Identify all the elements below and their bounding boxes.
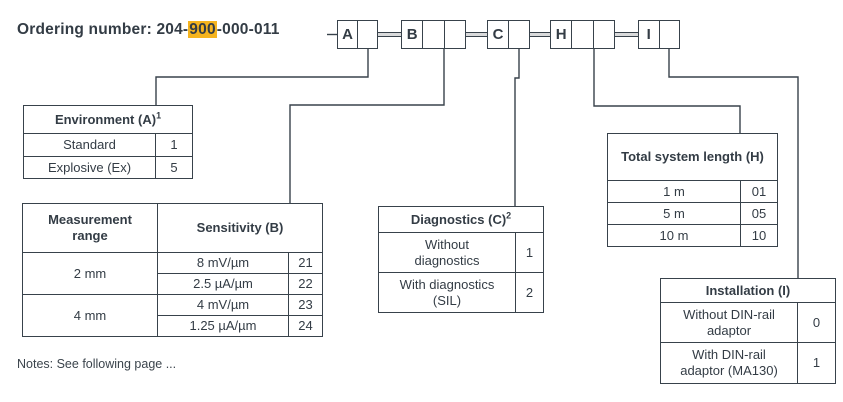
ordering-number-suffix: -000-011 (216, 21, 280, 38)
option-label: 5 m (607, 202, 741, 225)
installation-table: Installation (I) Without DIN-rail adapto… (660, 278, 836, 384)
table-row: 2 mm 8 mV/µm 21 (22, 252, 323, 295)
environment-header: Environment (A)1 (22, 105, 194, 134)
installation-header: Installation (I) (660, 278, 836, 303)
code-box-h-slot-1 (571, 21, 592, 48)
option-code: 24 (288, 315, 323, 337)
sensitivity-header: Sensitivity (B) (157, 203, 323, 253)
connector-line-h (593, 49, 741, 134)
measurement-range-header: Measurement range (22, 203, 158, 253)
option-label: 2.5 µA/µm (157, 273, 289, 295)
sensitivity-table: Measurement range Sensitivity (B) 2 mm 8… (22, 203, 323, 337)
table-row: 1.25 µA/µm 24 (23, 315, 323, 337)
code-box-h: H (550, 20, 615, 49)
option-code: 1 (514, 232, 545, 273)
table-row: 1 m 01 (607, 180, 778, 203)
connector-line-b (289, 49, 445, 204)
code-box-a-label: A (342, 26, 353, 43)
option-code: 1 (154, 133, 194, 157)
page-title: Ordering number: 204-900-000-011 (17, 21, 280, 39)
box-link-c-h (530, 32, 550, 37)
box-link-b-c (466, 32, 487, 37)
table-row: With diagnostics (SIL) 2 (378, 272, 545, 313)
table-header-row: Total system length (H) (607, 133, 778, 181)
table-row: 5 m 05 (607, 202, 778, 225)
length-header: Total system length (H) (607, 133, 778, 181)
range-label: 2 mm (22, 252, 158, 295)
table-row: Standard 1 (23, 133, 194, 157)
option-label: Without diagnostics (378, 232, 516, 273)
option-code: 23 (288, 294, 323, 316)
option-code: 01 (740, 180, 778, 203)
length-table: Total system length (H) 1 m 01 5 m 05 10… (607, 133, 778, 247)
code-box-b: B (401, 20, 466, 49)
table-header-row: Measurement range Sensitivity (B) (22, 203, 323, 253)
code-box-b-label: B (406, 26, 418, 43)
option-code: 1 (797, 342, 836, 384)
table-row: With DIN-rail adaptor (MA130) 1 (660, 342, 836, 384)
diagnostics-header-text: Diagnostics (C) (410, 211, 507, 227)
table-row: 2.5 µA/µm 22 (23, 273, 323, 295)
option-label: Standard (23, 133, 156, 157)
code-box-b-slot-1 (422, 21, 443, 48)
code-box-i: I (638, 20, 680, 49)
environment-header-text: Environment (A) (54, 111, 157, 127)
option-label: Without DIN-rail adaptor (660, 302, 798, 343)
ordering-number-highlight: 900 (188, 21, 217, 38)
table-row: 4 mm 4 mV/µm 23 (22, 294, 323, 337)
table-row: Without DIN-rail adaptor 0 (660, 302, 836, 343)
connector-line-c (514, 49, 520, 207)
notes-text: Notes: See following page ... (17, 357, 177, 371)
table-header-row: Diagnostics (C)2 (377, 206, 545, 233)
option-label: With DIN-rail adaptor (MA130) (660, 342, 798, 384)
option-code: 22 (288, 273, 323, 295)
table-header-row: Installation (I) (660, 278, 836, 303)
option-label: 1 m (607, 180, 741, 203)
diagnostics-header-footnote: 2 (506, 210, 512, 221)
table-header-row: Environment (A)1 (22, 105, 194, 134)
box-link-a-b (378, 32, 401, 37)
range-label: 4 mm (22, 294, 158, 337)
ordering-number-prefix: Ordering number: 204- (17, 21, 189, 38)
option-label: 4 mV/µm (157, 294, 289, 316)
option-label: Explosive (Ex) (23, 156, 156, 179)
option-label: 1.25 µA/µm (157, 315, 289, 337)
option-code: 5 (154, 156, 194, 179)
connector-line-a (155, 49, 369, 106)
option-code: 0 (797, 302, 836, 343)
diagnostics-table: Diagnostics (C)2 Without diagnostics 1 W… (377, 206, 545, 313)
option-code: 10 (740, 224, 778, 247)
option-label: With diagnostics (SIL) (378, 272, 516, 313)
box-link-h-i (615, 32, 638, 37)
option-label: 8 mV/µm (157, 252, 289, 274)
code-box-i-slot (658, 21, 680, 48)
table-row: Without diagnostics 1 (378, 232, 545, 273)
option-code: 21 (288, 252, 323, 274)
table-row: Explosive (Ex) 5 (23, 156, 194, 179)
code-box-h-slot-2 (592, 21, 614, 48)
code-box-i-label: I (646, 26, 651, 43)
diagnostics-header: Diagnostics (C)2 (377, 206, 545, 233)
code-box-c-label: C (492, 26, 504, 43)
code-box-a: A (337, 20, 378, 49)
option-code: 05 (740, 202, 778, 225)
code-box-h-label: H (555, 26, 567, 43)
environment-header-footnote: 1 (156, 110, 162, 121)
code-box-a-slot (357, 21, 377, 48)
code-box-c-slot (508, 21, 529, 48)
option-code: 2 (514, 272, 545, 313)
code-box-b-slot-2 (443, 21, 465, 48)
environment-table: Environment (A)1 Standard 1 Explosive (E… (22, 105, 194, 179)
option-label: 10 m (607, 224, 741, 247)
table-row: 10 m 10 (607, 224, 778, 247)
code-box-c: C (487, 20, 530, 49)
